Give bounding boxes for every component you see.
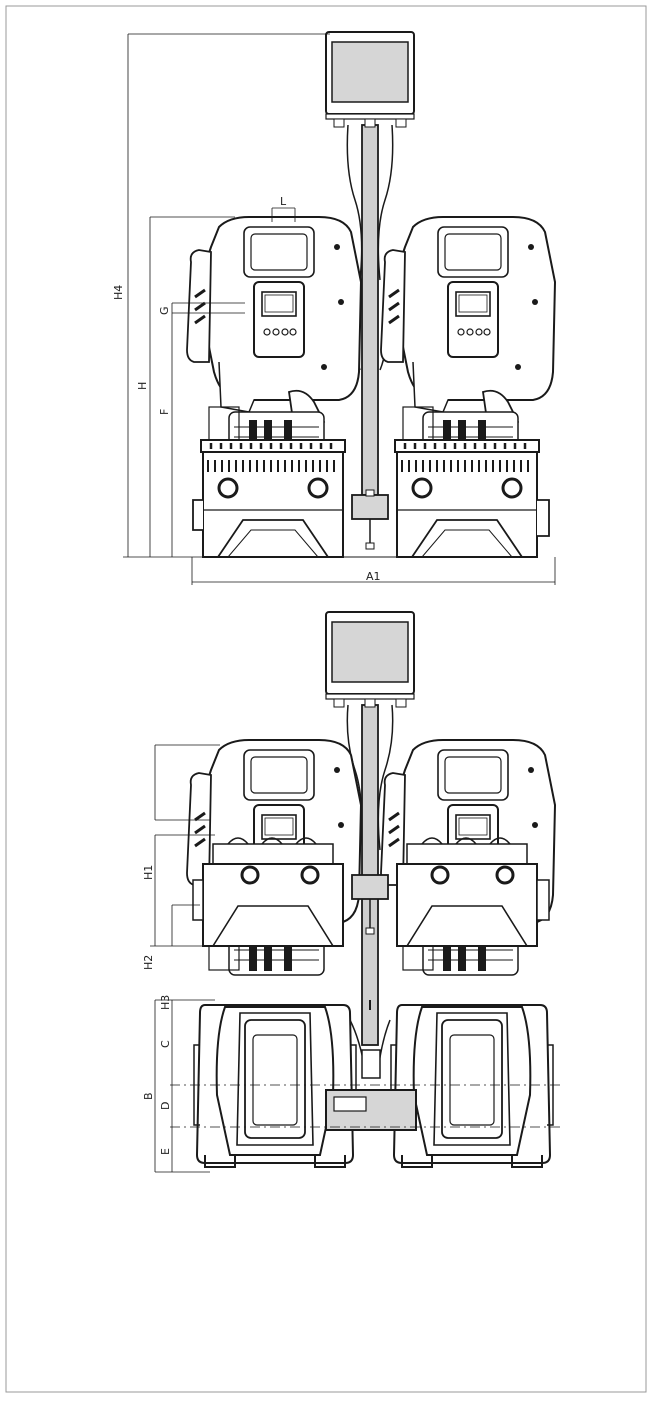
side-view [185, 611, 557, 1046]
frame-border [5, 5, 647, 1393]
label-B: B [142, 1092, 155, 1100]
front-view [185, 31, 557, 559]
top-dimensions [154, 999, 215, 1173]
label-E: E [159, 1148, 172, 1155]
side-dimensions [150, 744, 220, 947]
label-H4: H4 [112, 285, 125, 300]
top-view [170, 1000, 560, 1168]
label-F: F [158, 409, 171, 415]
label-C: C [159, 1040, 172, 1048]
label-H1: H1 [142, 865, 155, 880]
label-L: L [280, 195, 287, 208]
label-D: D [159, 1102, 172, 1110]
label-H2: H2 [142, 955, 155, 970]
label-A1: A1 [366, 570, 381, 583]
front-dimensions [123, 33, 556, 585]
label-H: H [136, 382, 149, 390]
label-H3: H3 [159, 995, 172, 1010]
label-G: G [158, 306, 171, 315]
